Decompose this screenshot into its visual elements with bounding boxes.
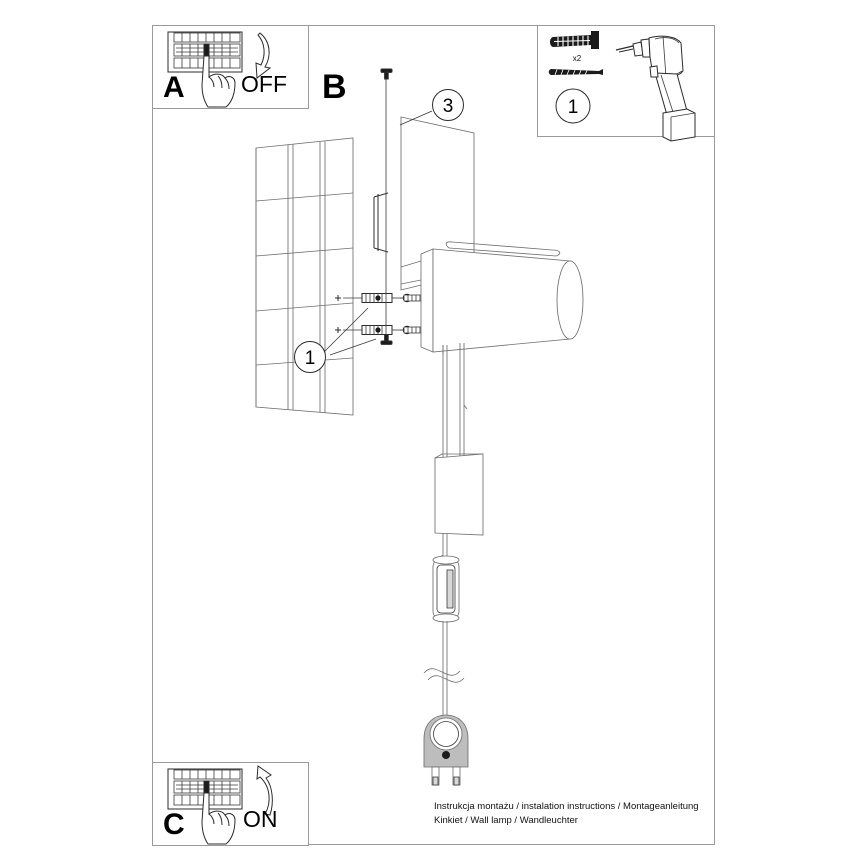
- callout-3: 3: [399, 89, 464, 126]
- panel-a-graphics: [152, 25, 309, 109]
- hand-pointing-icon: [201, 792, 236, 845]
- cordless-drill-icon: [615, 35, 696, 142]
- main-frame-border: [152, 25, 715, 845]
- panel-a-letter: A: [163, 71, 185, 104]
- panel-c-graphics: [152, 762, 309, 846]
- svg-text:1: 1: [568, 97, 579, 118]
- lamp-body: [400, 241, 584, 353]
- arrow-down-icon: [255, 32, 272, 79]
- tiled-wall: [255, 137, 354, 416]
- callout-1: 1: [294, 307, 377, 373]
- footer-line-1: Instrukcja montażu / instalation instruc…: [434, 801, 699, 812]
- panel-c-action-label: ON: [243, 806, 278, 832]
- callout-1-number: 1: [305, 348, 316, 369]
- axis-screw-icon: [380, 68, 393, 345]
- panel-parts-graphics: x2 1: [537, 25, 715, 142]
- arrow-up-icon: [256, 765, 273, 816]
- callout-3-number: 3: [443, 96, 454, 117]
- wall-plug-dowel-icon: [550, 31, 599, 49]
- cable-weight-block: [434, 453, 484, 536]
- hand-pointing-icon: [201, 55, 236, 108]
- parts-step-number: 1: [555, 88, 591, 124]
- euro-plug: [423, 621, 469, 786]
- footer-text-block: Instrukcja montażu / instalation instruc…: [434, 800, 714, 828]
- parts-quantity-label: x2: [573, 54, 582, 63]
- footer-line-2: Kinkiet / Wall lamp / Wandleuchter: [434, 815, 578, 826]
- panel-b-letter: B: [322, 68, 347, 106]
- panel-a-action-label: OFF: [241, 71, 287, 97]
- screw-icon: [548, 69, 603, 76]
- panel-c-letter: C: [163, 808, 185, 841]
- inline-cord-switch: [432, 555, 460, 623]
- cable-break-indicator: [423, 668, 465, 683]
- main-assembly-drawing: 3 1: [152, 25, 715, 845]
